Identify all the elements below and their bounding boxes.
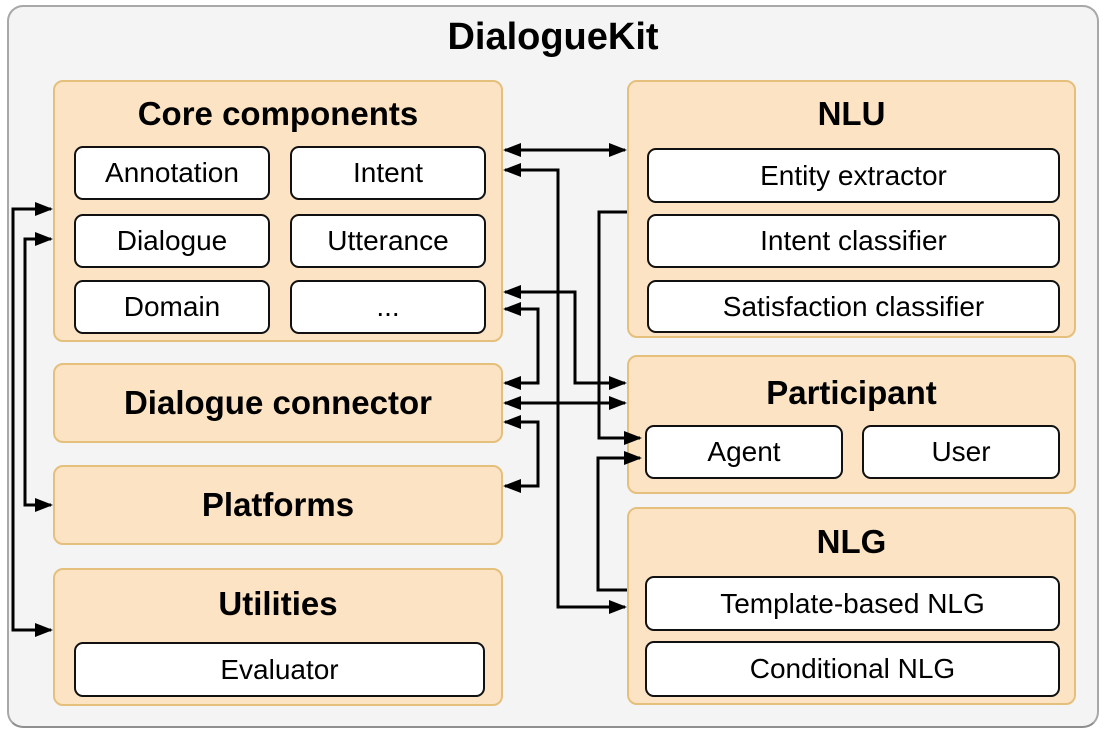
group-platforms: Platforms	[53, 465, 503, 545]
component-box-entity-extractor: Entity extractor	[647, 148, 1060, 203]
diagram-title: DialogueKit	[447, 16, 659, 58]
component-box-domain: Domain	[74, 280, 270, 334]
group-title-nlg: NLG	[816, 523, 887, 560]
component-box-intent: Intent	[290, 146, 486, 200]
group-title-core-components: Core components	[137, 95, 419, 132]
component-box-user: User	[862, 425, 1060, 479]
group-title-nlu: NLU	[817, 95, 886, 132]
component-box-conditional-nlg: Conditional NLG	[645, 641, 1060, 697]
group-title-dialogue-connector: Dialogue connector	[123, 384, 433, 421]
component-box-annotation: Annotation	[74, 146, 270, 200]
component-box-intent-classifier: Intent classifier	[647, 214, 1060, 268]
component-box-evaluator: Evaluator	[74, 642, 485, 697]
group-title-utilities: Utilities	[218, 585, 338, 622]
group-nlu: NLU Entity extractor Intent classifier S…	[627, 80, 1076, 338]
component-box-ellipsis: ...	[290, 280, 486, 334]
group-title-platforms: Platforms	[201, 486, 355, 523]
group-dialogue-connector: Dialogue connector	[53, 363, 503, 443]
group-core-components: Core components Annotation Intent Dialog…	[53, 80, 503, 342]
component-box-template-based-nlg: Template-based NLG	[645, 576, 1060, 631]
component-box-satisfaction-classifier: Satisfaction classifier	[647, 280, 1060, 333]
group-nlg: NLG Template-based NLG Conditional NLG	[627, 507, 1076, 705]
group-participant: Participant Agent User	[627, 355, 1076, 494]
component-box-utterance: Utterance	[290, 214, 486, 268]
group-title-participant: Participant	[766, 374, 937, 411]
component-box-dialogue: Dialogue	[74, 214, 270, 268]
group-utilities: Utilities Evaluator	[53, 568, 503, 706]
component-box-agent: Agent	[645, 425, 843, 479]
